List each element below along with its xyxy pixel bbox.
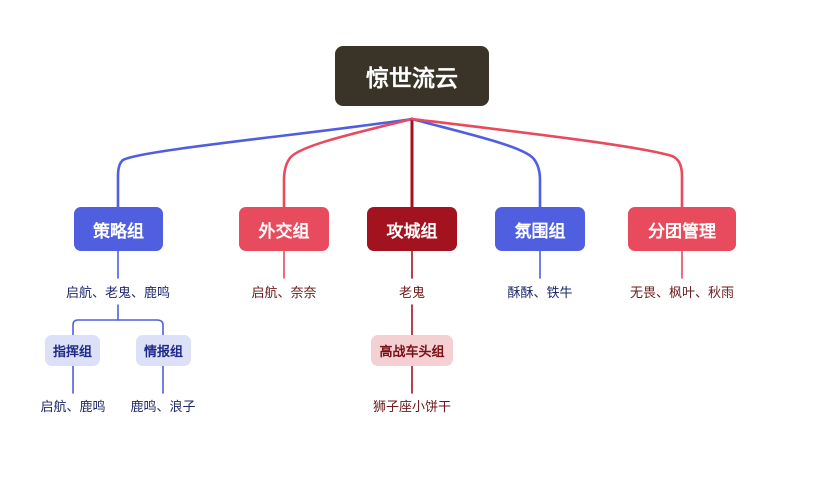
group-node-diplomacy[interactable]: 外交组 bbox=[239, 207, 329, 251]
group-node-label: 外交组 bbox=[258, 221, 310, 242]
subgroup-node-label: 高战车头组 bbox=[379, 345, 445, 360]
members-command: 启航、鹿鸣 bbox=[40, 400, 106, 415]
group-node-branch[interactable]: 分团管理 bbox=[628, 207, 736, 251]
group-node-strategy[interactable]: 策略组 bbox=[74, 207, 163, 251]
root-node[interactable]: 惊世流云 bbox=[335, 46, 489, 106]
members-intel: 鹿鸣、浪子 bbox=[130, 400, 196, 415]
root-node-label: 惊世流云 bbox=[366, 66, 458, 92]
connector-root-diplomacy bbox=[282, 117, 414, 209]
group-node-label: 攻城组 bbox=[386, 221, 438, 242]
group-node-atmosphere[interactable]: 氛围组 bbox=[495, 207, 585, 251]
subgroup-node-intel[interactable]: 情报组 bbox=[136, 335, 191, 366]
connector-root-branch bbox=[410, 117, 684, 209]
connector-root-strategy bbox=[116, 117, 414, 209]
group-node-label: 策略组 bbox=[93, 221, 144, 242]
subgroup-node-chariot[interactable]: 高战车头组 bbox=[371, 335, 453, 366]
group-node-label: 氛围组 bbox=[514, 221, 566, 242]
members-strategy: 启航、老鬼、鹿鸣 bbox=[65, 286, 171, 301]
connector-strategy-sub-branch bbox=[72, 319, 164, 336]
group-node-label: 分团管理 bbox=[648, 221, 716, 242]
members-branch: 无畏、枫叶、秋雨 bbox=[629, 286, 735, 301]
group-node-siege[interactable]: 攻城组 bbox=[367, 207, 457, 251]
subgroup-node-command[interactable]: 指挥组 bbox=[45, 335, 100, 366]
members-siege: 老鬼 bbox=[398, 286, 426, 301]
members-chariot: 狮子座小饼干 bbox=[372, 400, 452, 415]
members-atmosphere: 酥酥、铁牛 bbox=[507, 286, 573, 301]
subgroup-node-label: 指挥组 bbox=[52, 345, 92, 360]
connector-root-atmosphere bbox=[410, 117, 542, 209]
subgroup-node-label: 情报组 bbox=[143, 345, 183, 360]
members-diplomacy: 启航、奈奈 bbox=[251, 286, 317, 301]
